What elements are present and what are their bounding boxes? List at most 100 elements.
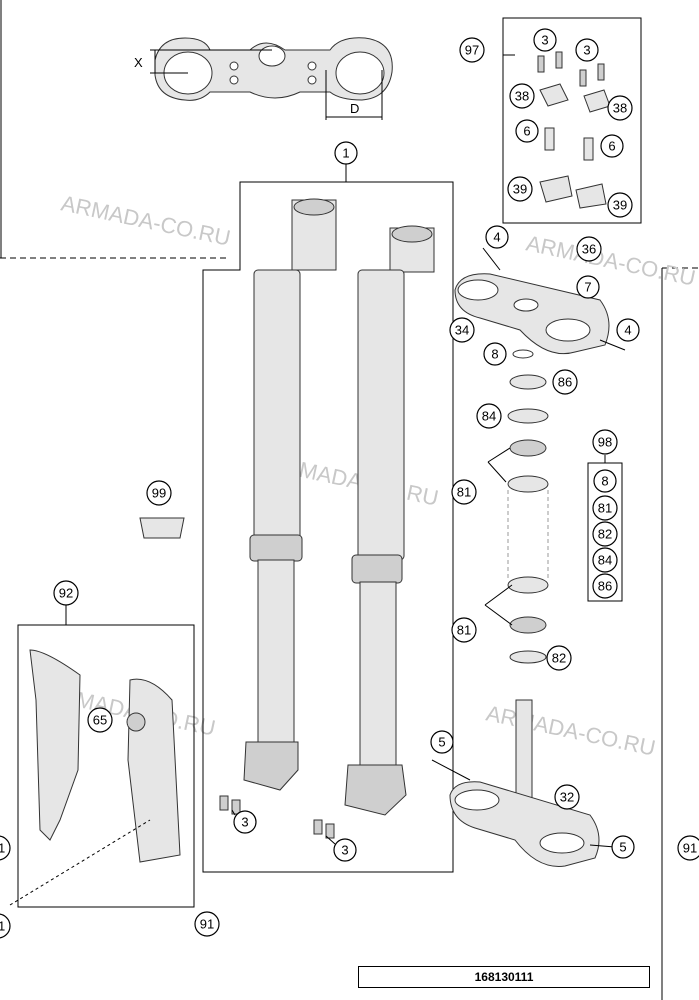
callout-8: 8	[483, 342, 507, 366]
svg-text:4: 4	[493, 230, 500, 245]
callout-3: 3	[333, 838, 357, 862]
svg-text:81: 81	[457, 485, 471, 500]
lower-triple-clamp	[431, 699, 616, 867]
svg-text:38: 38	[515, 89, 529, 104]
svg-text:8: 8	[491, 347, 498, 362]
callout-36: 36	[576, 236, 602, 262]
svg-text:91: 91	[0, 919, 5, 934]
callout-97: 97	[459, 37, 485, 63]
callout-84: 84	[592, 547, 618, 573]
svg-text:32: 32	[560, 790, 574, 805]
svg-text:97: 97	[465, 43, 479, 58]
kit-97-parts	[537, 51, 611, 209]
left-fork-leg	[243, 198, 337, 791]
callout-86: 86	[592, 573, 618, 599]
svg-text:6: 6	[608, 139, 615, 154]
svg-text:86: 86	[598, 579, 612, 594]
fork-screws	[219, 795, 336, 845]
svg-text:3: 3	[583, 43, 590, 58]
callout-99: 99	[146, 480, 172, 506]
svg-text:38: 38	[613, 101, 627, 116]
callout-4: 4	[616, 318, 640, 342]
document-number: 168130111	[474, 970, 534, 984]
callout-91: 91	[0, 913, 11, 939]
callout-84: 84	[476, 403, 502, 429]
svg-text:3: 3	[241, 815, 248, 830]
svg-text:81: 81	[598, 501, 612, 516]
svg-text:7: 7	[584, 280, 591, 295]
callout-5: 5	[430, 730, 454, 754]
callout-6: 6	[515, 119, 539, 143]
callout-3: 3	[575, 38, 599, 62]
watermark-2: ARMADA-CO.RU	[524, 230, 698, 290]
steering-bearing-stack	[507, 349, 549, 664]
callout-6: 6	[600, 134, 624, 158]
dimension-d-label: D	[350, 101, 359, 116]
upper-triple-clamp	[454, 247, 626, 355]
svg-text:99: 99	[152, 486, 166, 501]
callout-81: 81	[451, 617, 477, 643]
callout-38: 38	[509, 83, 535, 109]
right-fork-leg	[344, 225, 435, 816]
svg-text:92: 92	[59, 586, 73, 601]
svg-text:1: 1	[342, 146, 349, 161]
callout-82: 82	[592, 521, 618, 547]
callout-65: 65	[87, 707, 113, 733]
svg-text:81: 81	[457, 623, 471, 638]
svg-text:6: 6	[523, 124, 530, 139]
callout-81: 81	[451, 479, 477, 505]
callout-32: 32	[554, 784, 580, 810]
watermark-5: ARMADA-CO.RU	[484, 700, 658, 760]
svg-text:39: 39	[613, 198, 627, 213]
callout-98: 98	[592, 429, 618, 455]
svg-text:84: 84	[598, 553, 612, 568]
callout-8: 8	[593, 469, 617, 493]
svg-text:98: 98	[598, 435, 612, 450]
callout-3: 3	[533, 28, 557, 52]
svg-text:8: 8	[601, 474, 608, 489]
callout-1: 1	[334, 141, 358, 165]
callout-5: 5	[611, 835, 635, 859]
svg-text:5: 5	[619, 840, 626, 855]
svg-text:5: 5	[438, 735, 445, 750]
callout-86: 86	[552, 369, 578, 395]
svg-text:34: 34	[455, 323, 469, 338]
svg-text:4: 4	[624, 323, 631, 338]
callout-91: 91	[194, 911, 220, 937]
svg-text:86: 86	[558, 375, 572, 390]
callouts: 1 97 3 3 38 38 6 6 39 39 4 36 7 34 4 8 8…	[0, 28, 699, 939]
svg-text:3: 3	[541, 33, 548, 48]
callout-7: 7	[576, 275, 600, 299]
svg-text:65: 65	[93, 713, 107, 728]
svg-text:91: 91	[0, 841, 5, 856]
svg-text:3: 3	[341, 843, 348, 858]
callout-91: 91	[0, 835, 11, 861]
document-number-box: 168130111	[358, 966, 650, 988]
callout-81: 81	[592, 495, 618, 521]
callout-39: 39	[607, 192, 633, 218]
callout-92: 92	[53, 580, 79, 606]
leader-lines	[65, 54, 606, 626]
svg-text:39: 39	[513, 182, 527, 197]
kit-97-box	[502, 17, 642, 224]
kit-92-box	[17, 624, 195, 908]
callout-91: 91	[677, 835, 699, 861]
fork-assembly-frame	[202, 181, 454, 873]
dimension-x-label: X	[134, 55, 143, 70]
svg-text:91: 91	[683, 841, 697, 856]
part-99-nut	[139, 517, 185, 539]
watermark-1: ARMADA-CO.RU	[59, 190, 233, 250]
svg-text:82: 82	[598, 527, 612, 542]
callout-4: 4	[485, 225, 509, 249]
callout-3: 3	[233, 810, 257, 834]
callout-34: 34	[449, 317, 475, 343]
fork-guards	[9, 649, 181, 906]
svg-text:82: 82	[552, 651, 566, 666]
svg-text:91: 91	[200, 917, 214, 932]
svg-text:84: 84	[482, 409, 496, 424]
svg-text:36: 36	[582, 242, 596, 257]
callout-38: 38	[607, 95, 633, 121]
callout-82: 82	[546, 645, 572, 671]
